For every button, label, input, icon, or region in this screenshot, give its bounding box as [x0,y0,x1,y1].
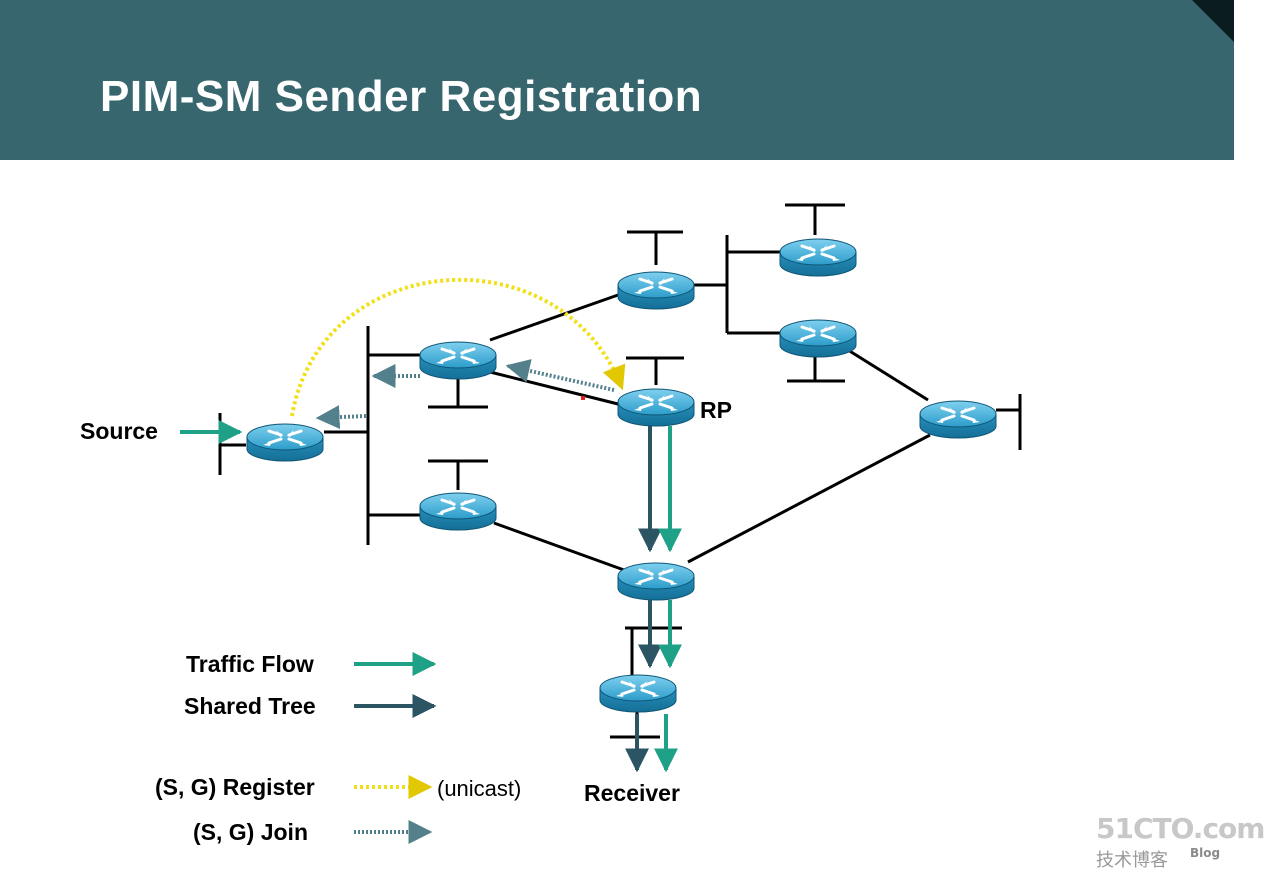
router-r2 [418,340,498,381]
sg-join-arrows [315,359,615,430]
legend-shared-tree-label: Shared Tree [184,693,316,719]
site-watermark: 51CTO.com 技术博客 Blog [1096,812,1264,872]
traffic-flow-arrows [180,420,682,773]
watermark-sub: 技术博客 [1096,850,1168,871]
marker-dot [581,396,585,400]
watermark-brand: 51CTO.com [1096,812,1264,845]
watermark-blog: Blog [1190,846,1221,860]
label-source: Source [80,418,158,444]
router-r6 [778,318,858,359]
router-r7 [918,399,998,440]
router-r4 [616,270,696,311]
router-receiver [598,673,678,714]
router-r8 [616,561,696,602]
legend-traffic-flow-label: Traffic Flow [186,651,314,677]
router-rp [616,387,696,428]
router-r3 [418,491,498,532]
label-rp: RP [700,397,732,423]
legend-join-label: (S, G) Join [193,819,308,845]
label-receiver: Receiver [584,780,680,806]
network-links [218,203,1022,766]
header-corner-decoration [1192,0,1234,42]
legend-register-note: (unicast) [437,776,522,801]
router-r5 [778,237,858,278]
network-diagram [180,203,1022,844]
page-title: PIM-SM Sender Registration [100,72,703,121]
title-bar: PIM-SM Sender Registration [0,0,1234,160]
shared-tree-arrows [625,426,662,773]
router-source [245,422,325,463]
legend-register-label: (S, G) Register [155,774,315,800]
